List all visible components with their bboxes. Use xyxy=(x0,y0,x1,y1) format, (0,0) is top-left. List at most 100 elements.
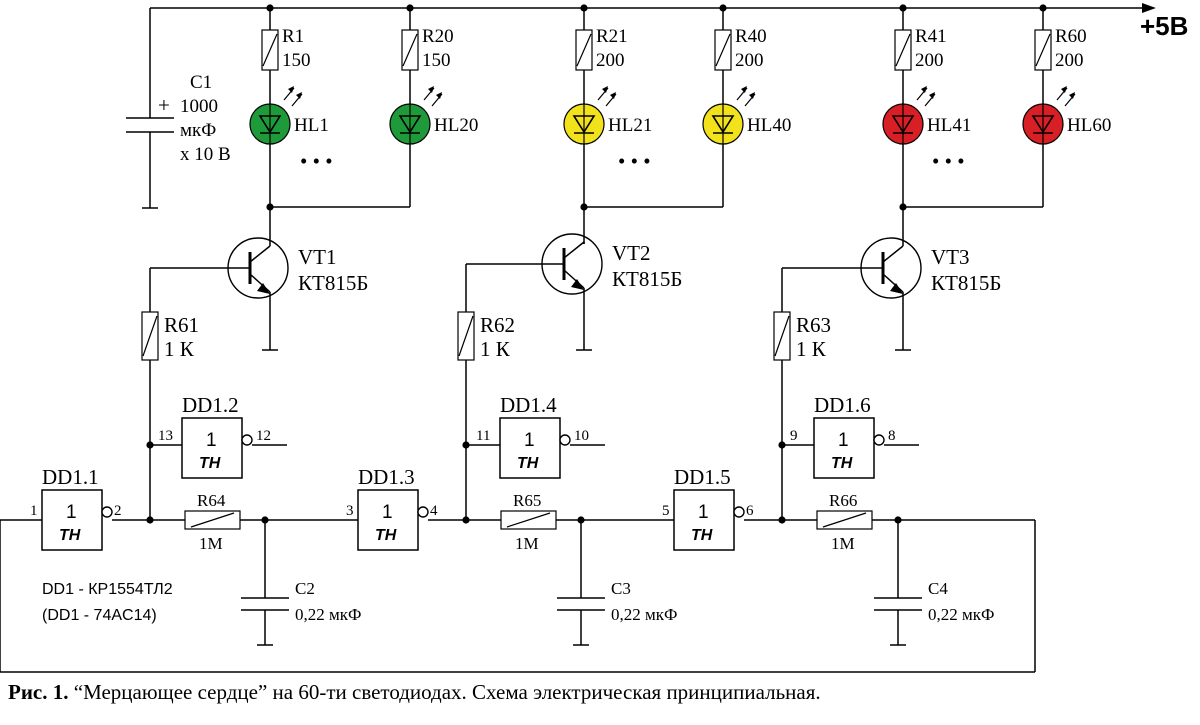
gate-type: TH xyxy=(831,455,853,472)
led-hl41-label: HL41 xyxy=(927,115,971,136)
figure-caption: Рис. 1. “Мерцающее сердце” на 60-ти свет… xyxy=(8,680,1193,720)
supply-rail xyxy=(150,3,1156,13)
gate-dd1-3-icon xyxy=(357,489,419,551)
pin-3: 3 xyxy=(346,503,354,519)
gate-dd1-5-name: DD1.5 xyxy=(674,465,731,489)
gate-dd1-3-name: DD1.3 xyxy=(358,465,415,489)
pin-4: 4 xyxy=(430,503,438,519)
c1-voltage: х 10 В xyxy=(180,144,231,165)
capacitor-c3-value: 0,22 мкФ xyxy=(611,605,677,624)
pin-13: 13 xyxy=(158,428,173,444)
pin-2: 2 xyxy=(114,503,122,519)
resistor-r20-name: R20 xyxy=(422,26,454,47)
resistor-r40-value: 200 xyxy=(735,50,764,71)
led-hl60-label: HL60 xyxy=(1067,115,1111,136)
resistor-r20-value: 150 xyxy=(422,50,451,71)
led-branches: R1150HL1R20150HL20R21200HL21R40200HL40R4… xyxy=(249,4,1111,207)
transistor-vt3-name: VT3 xyxy=(931,245,970,269)
resistor-r65-name: R65 xyxy=(513,491,541,510)
gate-type: TH xyxy=(517,455,539,472)
resistor-r66-name: R66 xyxy=(829,491,857,510)
gate-symbol: 1 xyxy=(382,502,393,523)
transistor-vt2-type: КТ815Б xyxy=(612,267,682,291)
pin-12: 12 xyxy=(256,428,271,444)
resistor-r21-value: 200 xyxy=(596,50,625,71)
buffer-stage-1: 1TH DD1.2 13 12 xyxy=(146,393,287,479)
pin-10: 10 xyxy=(574,428,589,444)
gate-dd1-4-name: DD1.4 xyxy=(500,393,557,417)
resistor-r61-name: R61 xyxy=(164,313,199,337)
resistor-r64-value: 1M xyxy=(199,534,223,553)
capacitor-c4-value: 0,22 мкФ xyxy=(928,605,994,624)
chain-stage-3: 1TH DD1.55 6 R66 1M C4 0,22 мкФ xyxy=(662,465,994,646)
gate-symbol: 1 xyxy=(206,430,217,451)
gate-dd1-1-name: DD1.1 xyxy=(42,465,99,489)
gate-type: TH xyxy=(59,527,81,544)
gate-dd1-6-icon xyxy=(813,417,875,479)
capacitor-c4-name: C4 xyxy=(928,579,948,598)
capacitor-c1: + xyxy=(126,8,174,209)
transistor-vt1-name: VT1 xyxy=(298,245,337,269)
gate-symbol: 1 xyxy=(698,502,709,523)
resistor-r60-value: 200 xyxy=(1055,50,1084,71)
gate-type: TH xyxy=(375,527,397,544)
gate-type: TH xyxy=(199,455,221,472)
pin-9: 9 xyxy=(790,428,798,444)
resistor-r1-name: R1 xyxy=(282,26,304,47)
c1-unit: мкФ xyxy=(180,120,216,141)
chain-stage-2: 1TH DD1.33 4 R65 1M C3 0,22 мкФ xyxy=(346,465,677,646)
resistor-r66-value: 1M xyxy=(831,534,855,553)
capacitor-c3-name: C3 xyxy=(611,579,631,598)
capacitor-c2-value: 0,22 мкФ xyxy=(295,605,361,624)
resistor-r1-value: 150 xyxy=(282,50,311,71)
gate-dd1-5-icon xyxy=(673,489,735,551)
ic-note-line2: (DD1 - 74AC14) xyxy=(42,607,157,624)
ellipsis-red: • • • xyxy=(932,149,965,173)
gate-dd1-4-icon xyxy=(499,417,561,479)
caption-text: “Мерцающее сердце” на 60-ти светодиодах.… xyxy=(68,680,821,704)
resistor-r63-name: R63 xyxy=(796,313,831,337)
resistor-r60-name: R60 xyxy=(1055,26,1087,47)
resistor-r21-name: R21 xyxy=(596,26,628,47)
resistor-r63-value: 1 К xyxy=(796,337,827,361)
caption-prefix: Рис. 1. xyxy=(8,680,69,704)
led-hl1-label: HL1 xyxy=(294,115,329,136)
pin-5: 5 xyxy=(662,503,670,519)
led-hl21-label: HL21 xyxy=(608,115,652,136)
gate-symbol: 1 xyxy=(524,430,535,451)
capacitor-c2-name: C2 xyxy=(295,579,315,598)
buffer-stage-2: 1TH DD1.4 11 10 xyxy=(462,393,605,479)
gate-dd1-2-icon xyxy=(181,417,243,479)
resistor-r41-name: R41 xyxy=(915,26,947,47)
resistor-r41-value: 200 xyxy=(915,50,944,71)
resistor-r64-name: R64 xyxy=(197,491,226,510)
resistor-r61-value: 1 К xyxy=(164,337,195,361)
pin-6: 6 xyxy=(746,503,754,519)
pin-11: 11 xyxy=(476,428,490,444)
pin-8: 8 xyxy=(888,428,896,444)
c1-name: C1 xyxy=(190,72,212,93)
ellipsis-green: • • • xyxy=(300,149,333,173)
resistor-r62-value: 1 К xyxy=(480,337,511,361)
led-hl20-label: HL20 xyxy=(434,115,478,136)
gate-dd1-2-name: DD1.2 xyxy=(182,393,239,417)
resistor-r65-value: 1M xyxy=(515,534,539,553)
transistor-vt2-name: VT2 xyxy=(612,241,651,265)
pin-1: 1 xyxy=(30,503,38,519)
c1-value: 1000 xyxy=(180,96,218,117)
gate-type: TH xyxy=(691,527,713,544)
svg-text:+: + xyxy=(158,93,170,117)
ring-oscillator-wiring xyxy=(0,519,1036,673)
